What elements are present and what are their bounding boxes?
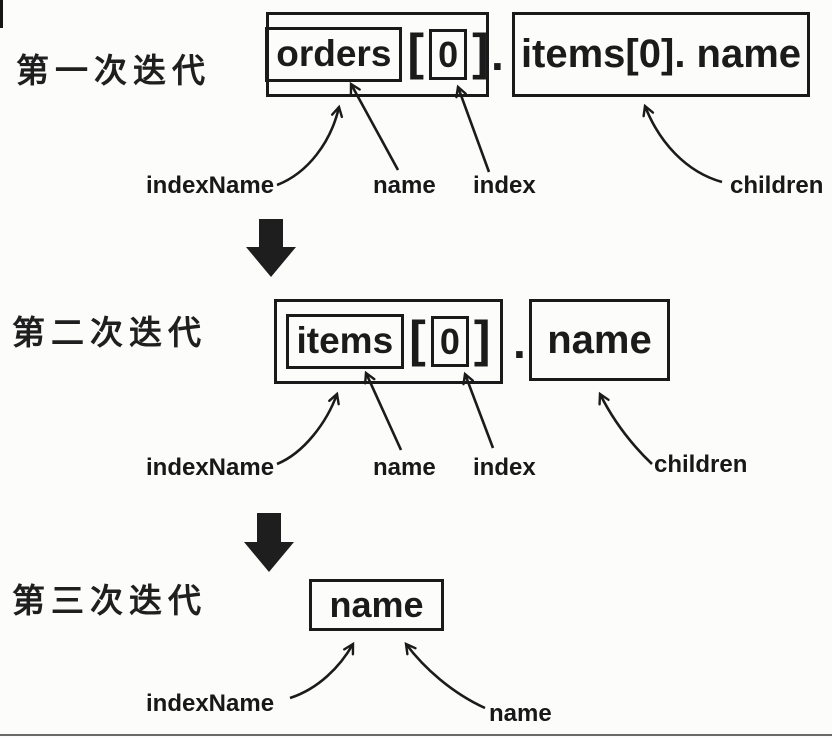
iteration-2-index-name-text: items: [296, 320, 394, 362]
iteration-1-label-children: children: [730, 172, 824, 199]
iteration-2-open-bracket: [: [409, 310, 426, 367]
iteration-1-children-text: items[0]. name: [520, 32, 802, 76]
arrow-2-index: [462, 371, 495, 449]
iteration-3-name-box: name: [309, 579, 444, 631]
iteration-1-title: 第一次迭代: [16, 52, 211, 89]
arrow-2-name: [363, 370, 403, 451]
arrow-3-name: [404, 642, 486, 710]
iteration-1-index-box: 0: [429, 29, 468, 80]
bottom-scan-line: [0, 734, 832, 736]
iteration-2-index-box: 0: [430, 316, 469, 367]
scan-edge-artifact: [0, 0, 3, 28]
arrow-2-children: [598, 391, 653, 465]
arrow-2-indexname: [276, 391, 340, 466]
iteration-2-label-children: children: [654, 451, 748, 478]
iteration-2-label-indexname: indexName: [146, 454, 275, 481]
iteration-2-index-name-box: items: [285, 314, 405, 369]
iteration-1-open-bracket: [: [407, 23, 425, 80]
arrow-1-index: [455, 84, 491, 173]
iteration-1-label-index: index: [473, 172, 536, 199]
iteration-2-label-index: index: [473, 454, 536, 481]
iteration-2-label-name: name: [373, 454, 436, 481]
iteration-1-index-name-box: orders: [265, 27, 403, 82]
iteration-1-label-name: name: [373, 172, 436, 199]
iteration-2-children-box: name: [529, 299, 670, 381]
iteration-1-expression-group-box: orders [ 0 ]: [265, 12, 489, 97]
iteration-1-index-name-text: orders: [276, 33, 392, 75]
iteration-3-title: 第三次迭代: [12, 582, 207, 619]
iteration-2-dot: .: [513, 316, 526, 368]
arrow-1-children: [642, 103, 723, 184]
iteration-2-close-bracket: ]: [473, 310, 491, 367]
iteration-2-index-value: 0: [439, 321, 460, 362]
step-arrow-1: [246, 219, 296, 277]
iteration-3-label-name: name: [489, 700, 552, 727]
iteration-3-label-indexname: indexName: [146, 690, 275, 717]
step-arrow-2: [244, 513, 294, 572]
iteration-3-name-text: name: [329, 584, 424, 625]
iteration-1-dot: .: [491, 28, 504, 80]
iteration-1-close-bracket: ]: [472, 23, 489, 80]
iteration-2-children-text: name: [547, 317, 652, 362]
arrow-3-indexname: [289, 641, 355, 700]
iteration-1-label-indexname: indexName: [146, 172, 275, 199]
iteration-2-expression-group-box: items [ 0 ]: [274, 299, 503, 384]
iteration-1-children-box: items[0]. name: [512, 12, 810, 97]
arrow-1-indexname: [276, 104, 344, 187]
iteration-2-title: 第二次迭代: [12, 314, 207, 351]
iteration-1-index-value: 0: [438, 34, 459, 75]
